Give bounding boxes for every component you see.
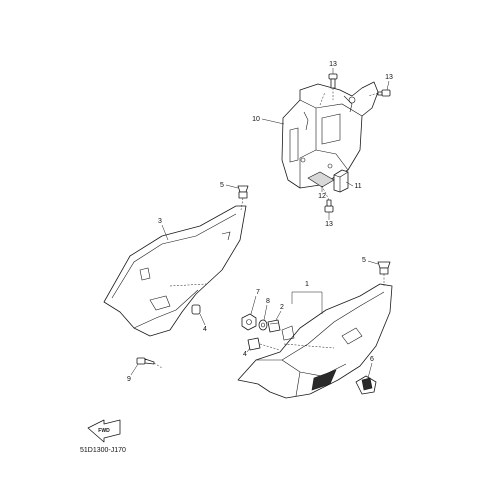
callout-5-right: 5 [362,257,366,264]
part-6-knob [355,375,377,395]
callout-12: 12 [318,193,326,200]
part-4-collar-left [191,304,201,315]
part-4-collar-right [247,337,281,351]
part-3-left-side-cover [103,205,247,337]
part-8-washer [258,319,268,331]
callout-7: 7 [256,289,260,296]
part-12-pad [307,171,335,188]
fwd-arrow-icon: FWD [87,419,121,443]
callout-10: 10 [252,116,260,123]
callout-13-top: 13 [329,61,337,68]
callout-2: 2 [280,304,284,311]
part-10-bracket [281,81,379,189]
fwd-label: FWD [98,428,110,434]
callout-4-left: 4 [203,326,207,333]
diagram-code: 51D1300-J170 [80,447,126,454]
part-11-rubber [333,169,349,193]
callout-8: 8 [266,298,270,305]
callout-layer: 13 13 13 10 11 12 5 3 4 9 1 7 [127,61,393,383]
callout-13-right: 13 [385,74,393,81]
bolt-13-right [367,89,391,97]
callout-5-left: 5 [220,182,224,189]
part-2-grommet [267,319,281,333]
part-9-screw [136,357,163,369]
callout-3: 3 [158,218,162,225]
callout-9: 9 [127,376,131,383]
part-5-grommet-right [377,261,391,286]
callout-4-right: 4 [243,351,247,358]
part-5-grommet-left [237,185,249,211]
part-1-right-side-cover [237,283,393,399]
callout-1: 1 [305,281,309,288]
callout-6: 6 [370,356,374,363]
part-7-nut [241,313,257,331]
callout-11: 11 [354,183,361,190]
callout-13-bottom: 13 [325,221,333,228]
